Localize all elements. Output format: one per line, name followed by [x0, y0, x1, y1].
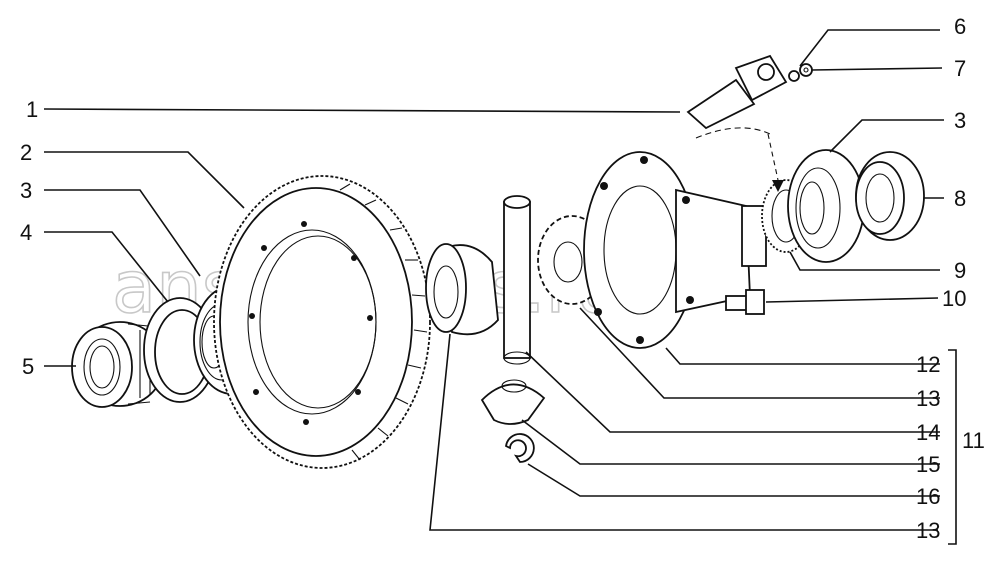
callout-8: 8 [954, 186, 966, 211]
callout-2: 2 [20, 140, 32, 165]
callout-15: 15 [916, 452, 940, 477]
part-1-sensor [686, 54, 788, 130]
part-14-pinion-shaft [503, 195, 531, 365]
callout-9: 9 [954, 258, 966, 283]
part-6-nut [788, 70, 800, 82]
leader-lines [43, 29, 957, 545]
callout-3-right: 3 [954, 108, 966, 133]
callout-1: 1 [26, 97, 38, 122]
callout-13-lower: 13 [916, 518, 940, 543]
callout-7: 7 [954, 56, 966, 81]
callout-14: 14 [916, 420, 940, 445]
callout-10: 10 [942, 286, 966, 311]
part-7-washer [799, 63, 813, 77]
callout-3-left: 3 [20, 178, 32, 203]
part-12-differential-housing [583, 151, 767, 349]
callout-4: 4 [20, 220, 32, 245]
part-15-planet-gear [480, 379, 546, 425]
callout-13-upper: 13 [916, 386, 940, 411]
part-2-ring-gear [213, 175, 431, 469]
part-8-seal [855, 151, 925, 241]
callout-6: 6 [954, 14, 966, 39]
callout-11: 11 [962, 428, 985, 453]
callout-12: 12 [916, 352, 940, 377]
part-16-circlip [505, 433, 535, 463]
part-3-bearing-right [787, 149, 865, 263]
callout-16: 16 [916, 484, 940, 509]
part-10-bolt [725, 289, 765, 315]
callout-5: 5 [22, 354, 34, 379]
callout-labels: 1 2 3 4 5 6 7 3 8 9 10 12 13 14 15 16 13… [20, 14, 985, 543]
part-13-side-gear-left [425, 243, 499, 336]
